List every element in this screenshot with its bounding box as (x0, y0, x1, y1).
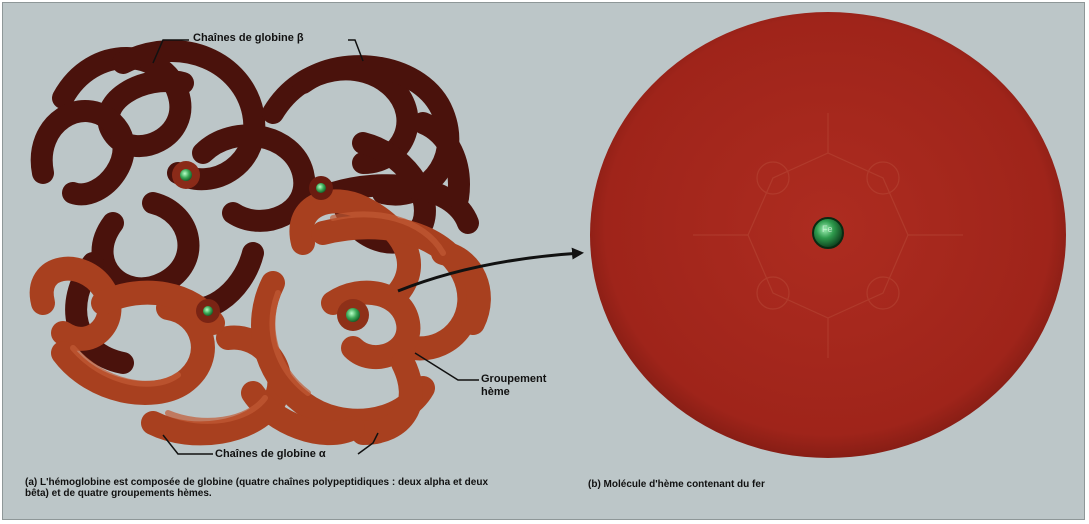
iron-symbol: Fe (822, 224, 833, 234)
heme-group-label: Groupement hème (481, 373, 571, 399)
caption-b: (b) Molécule d'hème contenant du fer (588, 479, 765, 490)
alpha-chains-label: Chaînes de globine α (215, 448, 326, 461)
hemoglobin-molecule (42, 51, 479, 433)
beta-chains-label: Chaînes de globine β (193, 32, 304, 45)
hemoglobin-figure (3, 3, 1085, 520)
caption-a: (a) L'hémoglobine est composée de globin… (25, 477, 505, 499)
heme-molecule (590, 12, 1066, 458)
